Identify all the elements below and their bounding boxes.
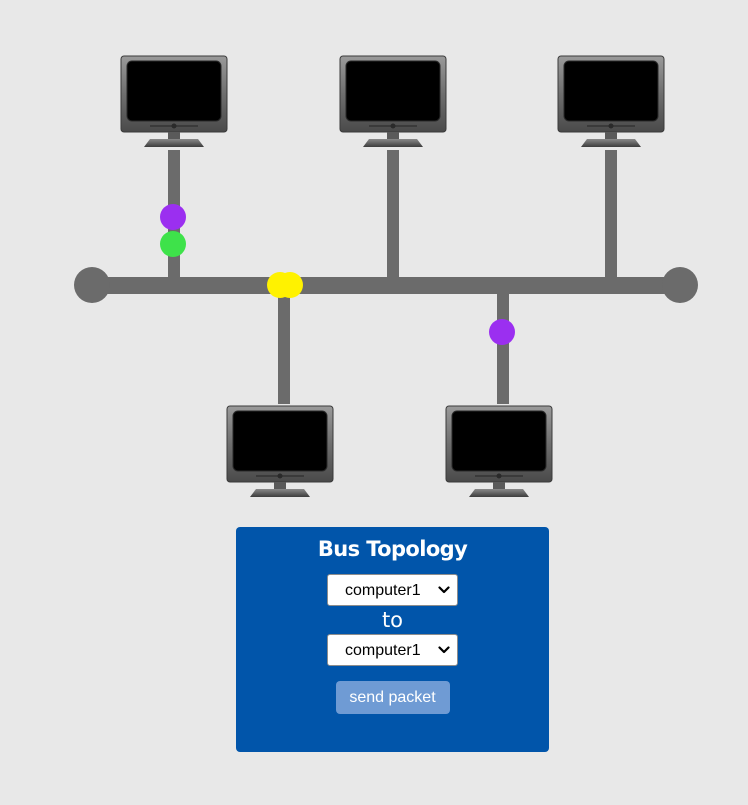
drop-cable-computer4 xyxy=(278,286,290,404)
panel-title: Bus Topology xyxy=(317,537,468,561)
network-diagram xyxy=(74,150,698,404)
send-packet-button[interactable]: send packet xyxy=(335,681,450,714)
drop-cable-computer2 xyxy=(387,150,399,286)
computer-icon[interactable] xyxy=(339,55,447,151)
computer-icon[interactable] xyxy=(445,405,553,501)
control-panel: Bus Topology computer1 to computer1 send… xyxy=(236,527,549,752)
computer-icon[interactable] xyxy=(120,55,228,151)
bus-terminator-left xyxy=(74,267,110,303)
destination-computer-select[interactable]: computer1 xyxy=(328,635,457,665)
source-select-wrapper: computer1 xyxy=(327,574,458,606)
connector-label: to xyxy=(381,608,404,632)
packet-yellow xyxy=(277,272,303,298)
bus-terminator-right xyxy=(662,267,698,303)
drop-cable-computer3 xyxy=(605,150,617,286)
packet-green xyxy=(160,231,186,257)
computer-icon[interactable] xyxy=(557,55,665,151)
source-computer-select[interactable]: computer1 xyxy=(328,575,457,605)
packet-purple xyxy=(160,204,186,230)
destination-select-wrapper: computer1 xyxy=(327,634,458,666)
bus-cable xyxy=(92,277,680,294)
packet-purple xyxy=(489,319,515,345)
computer-icon[interactable] xyxy=(226,405,334,501)
drop-cable-computer5 xyxy=(497,286,509,404)
